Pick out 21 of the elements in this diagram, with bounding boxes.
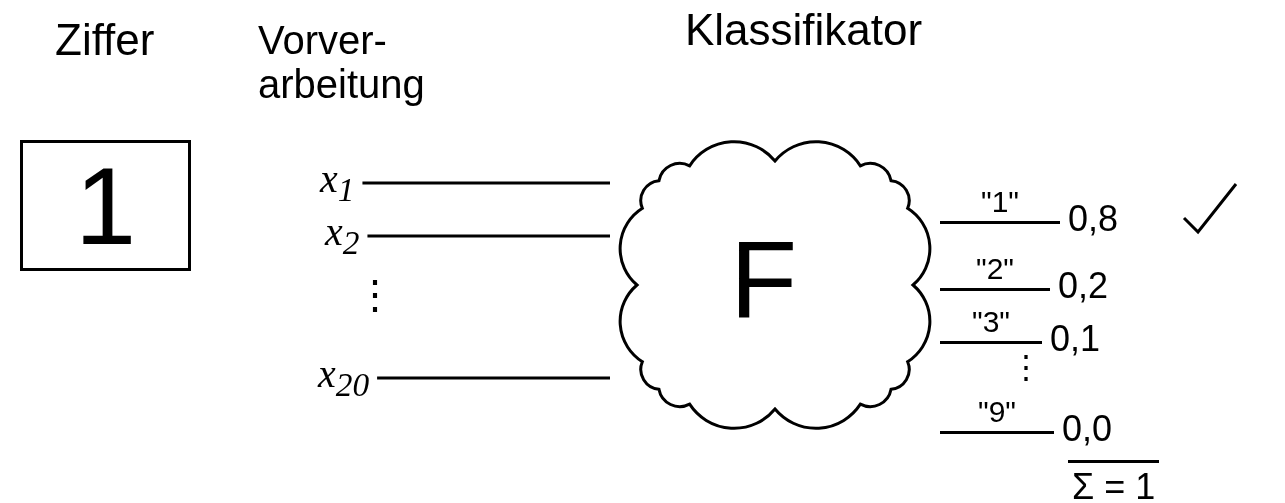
sum-label: Σ = 1 xyxy=(1068,460,1160,503)
digit-heading: Ziffer xyxy=(55,15,155,65)
function-label: F xyxy=(730,225,798,335)
connector-line xyxy=(362,181,610,185)
classifier-heading: Klassifikator xyxy=(685,5,923,55)
output-probability: 0,2 xyxy=(1058,265,1109,306)
output-probability: 0,0 xyxy=(1062,408,1113,449)
output-probability: 0,1 xyxy=(1050,318,1101,359)
input-variable: x$_{2}$ xyxy=(325,209,360,254)
digit-label: 1 xyxy=(74,150,137,261)
connector-line xyxy=(940,221,1060,225)
connector-line xyxy=(940,341,1042,345)
ellipsis-dots: ⋮ xyxy=(1010,350,1042,386)
output-probability: 0,8 xyxy=(1068,198,1119,239)
connector-line xyxy=(940,431,1054,435)
connector-line xyxy=(367,234,610,238)
connector-line xyxy=(377,376,610,380)
ellipsis-dots: ⋮ xyxy=(355,272,395,316)
stage-heading: Vorver- arbeitung xyxy=(258,18,426,106)
input-variable: x$_{1}$ xyxy=(320,156,355,201)
input-variable: x$_{20}$ xyxy=(318,351,370,396)
